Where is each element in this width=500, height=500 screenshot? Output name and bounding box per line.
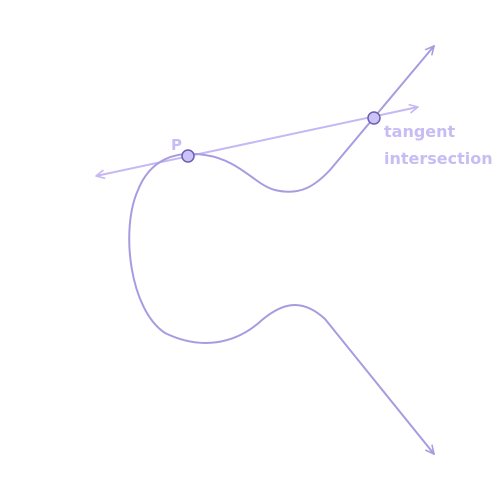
tangent-line bbox=[95, 103, 419, 180]
intersection-point-marker bbox=[367, 111, 381, 125]
curve-path bbox=[128, 45, 435, 455]
point-p-marker bbox=[181, 149, 195, 163]
intersection-label-line2: intersection bbox=[384, 149, 493, 168]
point-p-label: P bbox=[171, 136, 182, 154]
intersection-label-line1: tangent bbox=[384, 122, 456, 141]
